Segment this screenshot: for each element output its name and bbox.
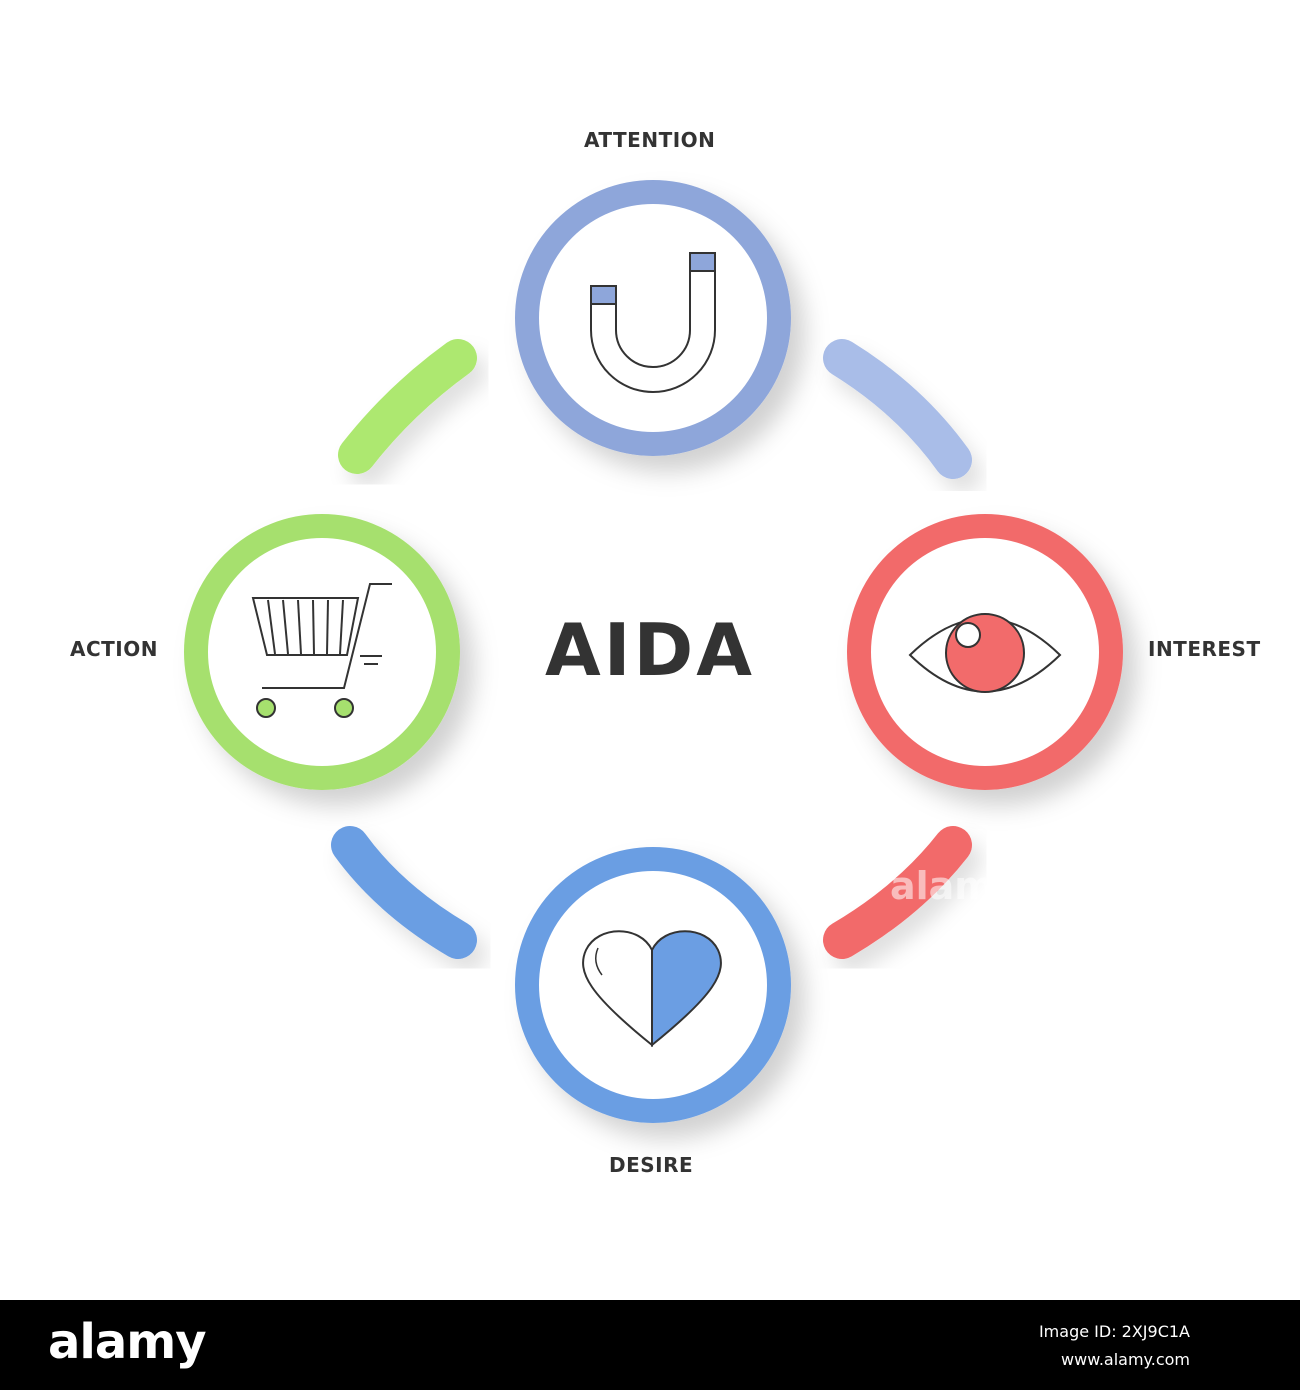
eye-icon (908, 613, 1062, 693)
action-node (184, 514, 460, 790)
interest-label: INTEREST (1148, 637, 1261, 661)
attention-node (515, 180, 791, 456)
interest-node (847, 514, 1123, 790)
connector-interest-desire (823, 826, 972, 959)
desire-node (515, 847, 791, 1123)
connector-action-attention (338, 339, 477, 474)
attention-label: ATTENTION (584, 128, 716, 152)
footer-logo: alamy (48, 1314, 207, 1370)
footer-url: www.alamy.com (1061, 1350, 1190, 1369)
footer-bar: alamy Image ID: 2XJ9C1A www.alamy.com (0, 1300, 1300, 1390)
diagram-title: AIDA (545, 608, 755, 692)
watermark: alamy (890, 864, 1019, 908)
heart-icon (582, 930, 722, 1048)
image-id: Image ID: 2XJ9C1A (1038, 1322, 1190, 1341)
aida-cycle-diagram (184, 180, 1123, 1123)
connector-desire-action (331, 826, 477, 959)
magnet-icon (590, 252, 716, 393)
action-label: ACTION (70, 637, 158, 661)
desire-label: DESIRE (609, 1153, 694, 1177)
connector-attention-interest (823, 339, 972, 479)
diagram-canvas: AIDA ATTENTION INTEREST DESIRE ACTION al… (70, 128, 1261, 1177)
shopping-cart-icon (251, 583, 392, 718)
